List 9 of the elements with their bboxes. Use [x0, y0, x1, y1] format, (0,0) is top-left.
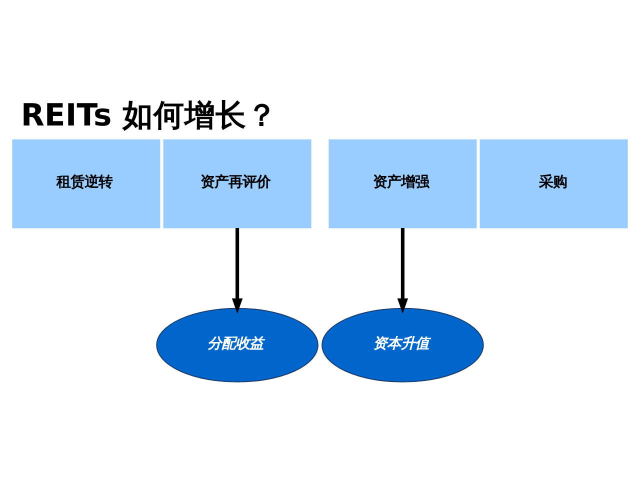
node-ellipse: 分配收益 — [156, 308, 318, 382]
node-box: 资产增强 — [328, 139, 477, 228]
arrow — [232, 228, 243, 314]
node-box: 采购 — [480, 139, 628, 228]
node-box: 资产再评价 — [163, 139, 312, 228]
node-box: 租赁逆转 — [12, 139, 160, 228]
diagram-title: REITs 如何增长？ — [20, 98, 278, 134]
arrow — [397, 228, 408, 314]
node-ellipse: 资本升值 — [322, 308, 484, 382]
